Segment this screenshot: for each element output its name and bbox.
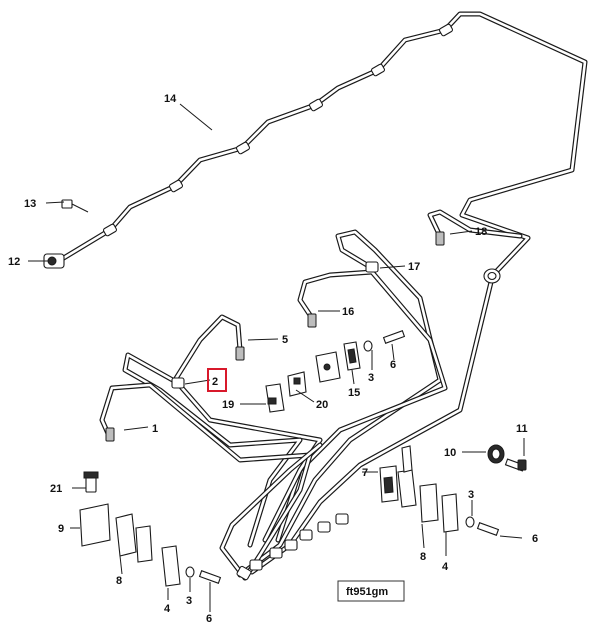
- callout-6-right[interactable]: 6: [532, 533, 538, 545]
- clamp-half-15: [343, 341, 361, 371]
- leader-lines: [28, 103, 525, 612]
- callout-11[interactable]: 11: [516, 423, 528, 435]
- callout-14[interactable]: 14: [164, 93, 177, 105]
- callout-6-left[interactable]: 6: [206, 613, 212, 625]
- callout-15[interactable]: 15: [348, 387, 360, 399]
- callout-21[interactable]: 21: [50, 483, 62, 495]
- callouts: 1 2 5 16 17 18 14 13 12 19 20 15 6 3 7 8…: [8, 93, 538, 625]
- injector-pipe-17: [237, 229, 495, 578]
- callout-3-center[interactable]: 3: [368, 372, 374, 384]
- callout-2[interactable]: 2: [212, 376, 218, 388]
- callout-1[interactable]: 1: [152, 423, 158, 435]
- return-pipe-18: [427, 209, 523, 239]
- banjo-bolt-13: [61, 199, 89, 213]
- bolt-11: [504, 458, 527, 472]
- callout-12[interactable]: 12: [8, 256, 20, 268]
- callout-4-right[interactable]: 4: [442, 561, 449, 573]
- callout-9[interactable]: 9: [58, 523, 64, 535]
- callout-3-right[interactable]: 3: [468, 489, 474, 501]
- clamp-bracket-center: [315, 351, 341, 383]
- callout-20[interactable]: 20: [316, 399, 328, 411]
- callout-2-highlight: [207, 368, 227, 392]
- clamp-assembly-right: [379, 445, 500, 536]
- callout-16[interactable]: 16: [342, 306, 354, 318]
- callout-10[interactable]: 10: [444, 447, 456, 459]
- callout-3-left[interactable]: 3: [186, 595, 192, 607]
- callout-13[interactable]: 13: [24, 198, 36, 210]
- clamp-20: [287, 371, 307, 397]
- bolt-6-center: [382, 330, 406, 344]
- callout-18[interactable]: 18: [475, 226, 487, 238]
- grommet-10: [487, 444, 505, 464]
- clamp-19: [265, 383, 285, 413]
- callout-7[interactable]: 7: [362, 467, 368, 479]
- injector-pipe-16: [275, 269, 448, 543]
- clamp-assembly-left: [79, 471, 222, 587]
- callout-6-center[interactable]: 6: [390, 359, 396, 371]
- pipe-fittings: [102, 23, 501, 581]
- banjo-fitting-12: [43, 253, 65, 269]
- injector-pipe-2: [122, 352, 303, 548]
- washer-3-center: [363, 340, 373, 352]
- reference-code: ft951gm: [346, 586, 388, 598]
- injector-pipe-1: [99, 382, 323, 581]
- callout-4-left[interactable]: 4: [164, 603, 171, 615]
- callout-17[interactable]: 17: [408, 261, 420, 273]
- reference-code-box: ft951gm: [337, 580, 405, 602]
- callout-8-right[interactable]: 8: [420, 551, 426, 563]
- callout-5[interactable]: 5: [282, 334, 288, 346]
- callout-19[interactable]: 19: [222, 399, 234, 411]
- callout-8-left[interactable]: 8: [116, 575, 122, 587]
